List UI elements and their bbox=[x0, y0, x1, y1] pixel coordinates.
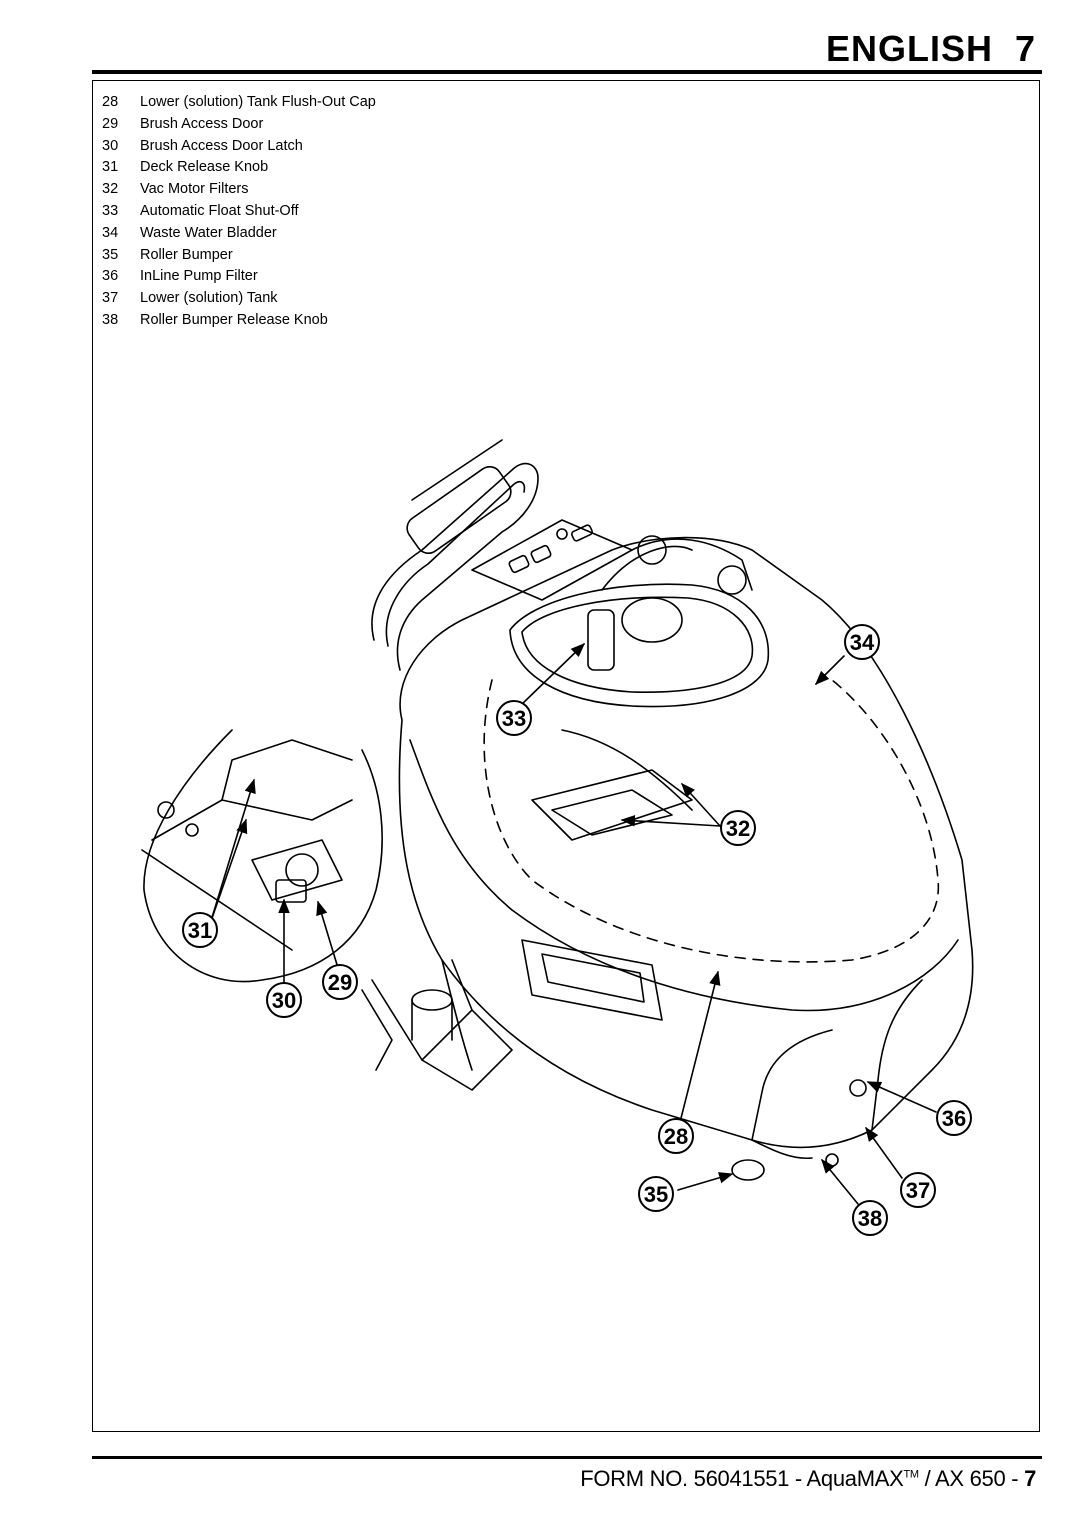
page-header: ENGLISH 7 bbox=[804, 28, 1036, 70]
part-number: 35 bbox=[102, 246, 119, 263]
part-number: 28 bbox=[102, 94, 119, 110]
list-item: 36 InLine Pump Filter bbox=[102, 266, 376, 288]
callout-34: 34 bbox=[844, 624, 880, 660]
part-label: Roller Bumper bbox=[140, 246, 233, 263]
detail-inset bbox=[141, 729, 383, 983]
model-name: / AX 650 - bbox=[918, 1466, 1025, 1491]
header-rule bbox=[92, 70, 1042, 74]
svg-text:34: 34 bbox=[850, 630, 875, 655]
list-item: 33 Automatic Float Shut-Off bbox=[102, 201, 376, 223]
parts-list: 28 Lower (solution) Tank Flush-Out Cap 29… bbox=[102, 92, 376, 332]
svg-text:33: 33 bbox=[502, 706, 526, 731]
svg-text:37: 37 bbox=[906, 1178, 930, 1203]
svg-text:28: 28 bbox=[664, 1124, 688, 1149]
part-number: 37 bbox=[102, 290, 119, 307]
list-item: 30 Brush Access Door Latch bbox=[102, 136, 376, 158]
part-label: Lower (solution) Tank Flush-Out Cap bbox=[140, 94, 376, 110]
part-label: Deck Release Knob bbox=[140, 159, 269, 176]
leader-lines bbox=[209, 642, 937, 1205]
svg-text:35: 35 bbox=[644, 1182, 668, 1207]
footer-page-number: 7 bbox=[1024, 1466, 1036, 1491]
figure-frame bbox=[92, 80, 1040, 1432]
list-item: 28 Lower (solution) Tank Flush-Out Cap bbox=[102, 92, 376, 114]
list-item: 32 Vac Motor Filters bbox=[102, 179, 376, 201]
callout-31: 31 bbox=[182, 912, 218, 948]
form-number: FORM NO. 56041551 - AquaMAX bbox=[580, 1466, 904, 1491]
part-number: 36 bbox=[102, 268, 119, 285]
svg-text:31: 31 bbox=[188, 918, 212, 943]
footer-rule bbox=[92, 1456, 1042, 1459]
part-label: InLine Pump Filter bbox=[140, 268, 258, 285]
svg-text:29: 29 bbox=[328, 970, 352, 995]
callout-32: 32 bbox=[720, 810, 756, 846]
svg-text:30: 30 bbox=[272, 988, 296, 1013]
part-label: Brush Access Door bbox=[140, 115, 264, 132]
part-number: 32 bbox=[102, 181, 119, 198]
svg-text:36: 36 bbox=[942, 1106, 966, 1131]
part-label: Waste Water Bladder bbox=[140, 224, 277, 241]
callouts: 34 33 32 31 29 30 28 36 35 37 38 bbox=[182, 624, 972, 1236]
callout-28: 28 bbox=[658, 1118, 694, 1154]
part-label: Lower (solution) Tank bbox=[140, 290, 278, 307]
part-label: Automatic Float Shut-Off bbox=[140, 202, 299, 219]
brush-deck bbox=[361, 959, 513, 1091]
list-item: 29 Brush Access Door bbox=[102, 114, 376, 136]
svg-text:38: 38 bbox=[858, 1206, 882, 1231]
part-number: 29 bbox=[102, 115, 119, 132]
callout-37: 37 bbox=[900, 1172, 936, 1208]
part-label: Brush Access Door Latch bbox=[140, 137, 303, 154]
part-number: 31 bbox=[102, 159, 119, 176]
list-item: 38 Roller Bumper Release Knob bbox=[102, 310, 376, 332]
callout-38: 38 bbox=[852, 1200, 888, 1236]
callout-35: 35 bbox=[638, 1176, 674, 1212]
page-number: 7 bbox=[1014, 28, 1036, 69]
machine-body bbox=[398, 519, 974, 1181]
part-number: 30 bbox=[102, 137, 119, 154]
svg-text:32: 32 bbox=[726, 816, 750, 841]
trademark-symbol: TM bbox=[903, 1468, 920, 1481]
language-label: ENGLISH bbox=[825, 28, 993, 69]
list-item: 37 Lower (solution) Tank bbox=[102, 288, 376, 310]
handle-drawing bbox=[371, 439, 539, 671]
callout-33: 33 bbox=[496, 700, 532, 736]
part-number: 38 bbox=[102, 311, 119, 328]
callout-30: 30 bbox=[266, 982, 302, 1018]
part-label: Roller Bumper Release Knob bbox=[140, 311, 328, 328]
callout-29: 29 bbox=[322, 964, 358, 1000]
callout-36: 36 bbox=[936, 1100, 972, 1136]
list-item: 34 Waste Water Bladder bbox=[102, 223, 376, 245]
part-label: Vac Motor Filters bbox=[140, 181, 249, 198]
machine-line-drawing: 34 33 32 31 29 30 28 36 35 37 38 bbox=[141, 439, 974, 1236]
list-item: 31 Deck Release Knob bbox=[102, 157, 376, 179]
part-number: 33 bbox=[102, 202, 119, 219]
list-item: 35 Roller Bumper bbox=[102, 245, 376, 267]
part-number: 34 bbox=[102, 224, 119, 241]
page-footer: FORM NO. 56041551 - AquaMAXTM / AX 650 -… bbox=[580, 1466, 1036, 1492]
